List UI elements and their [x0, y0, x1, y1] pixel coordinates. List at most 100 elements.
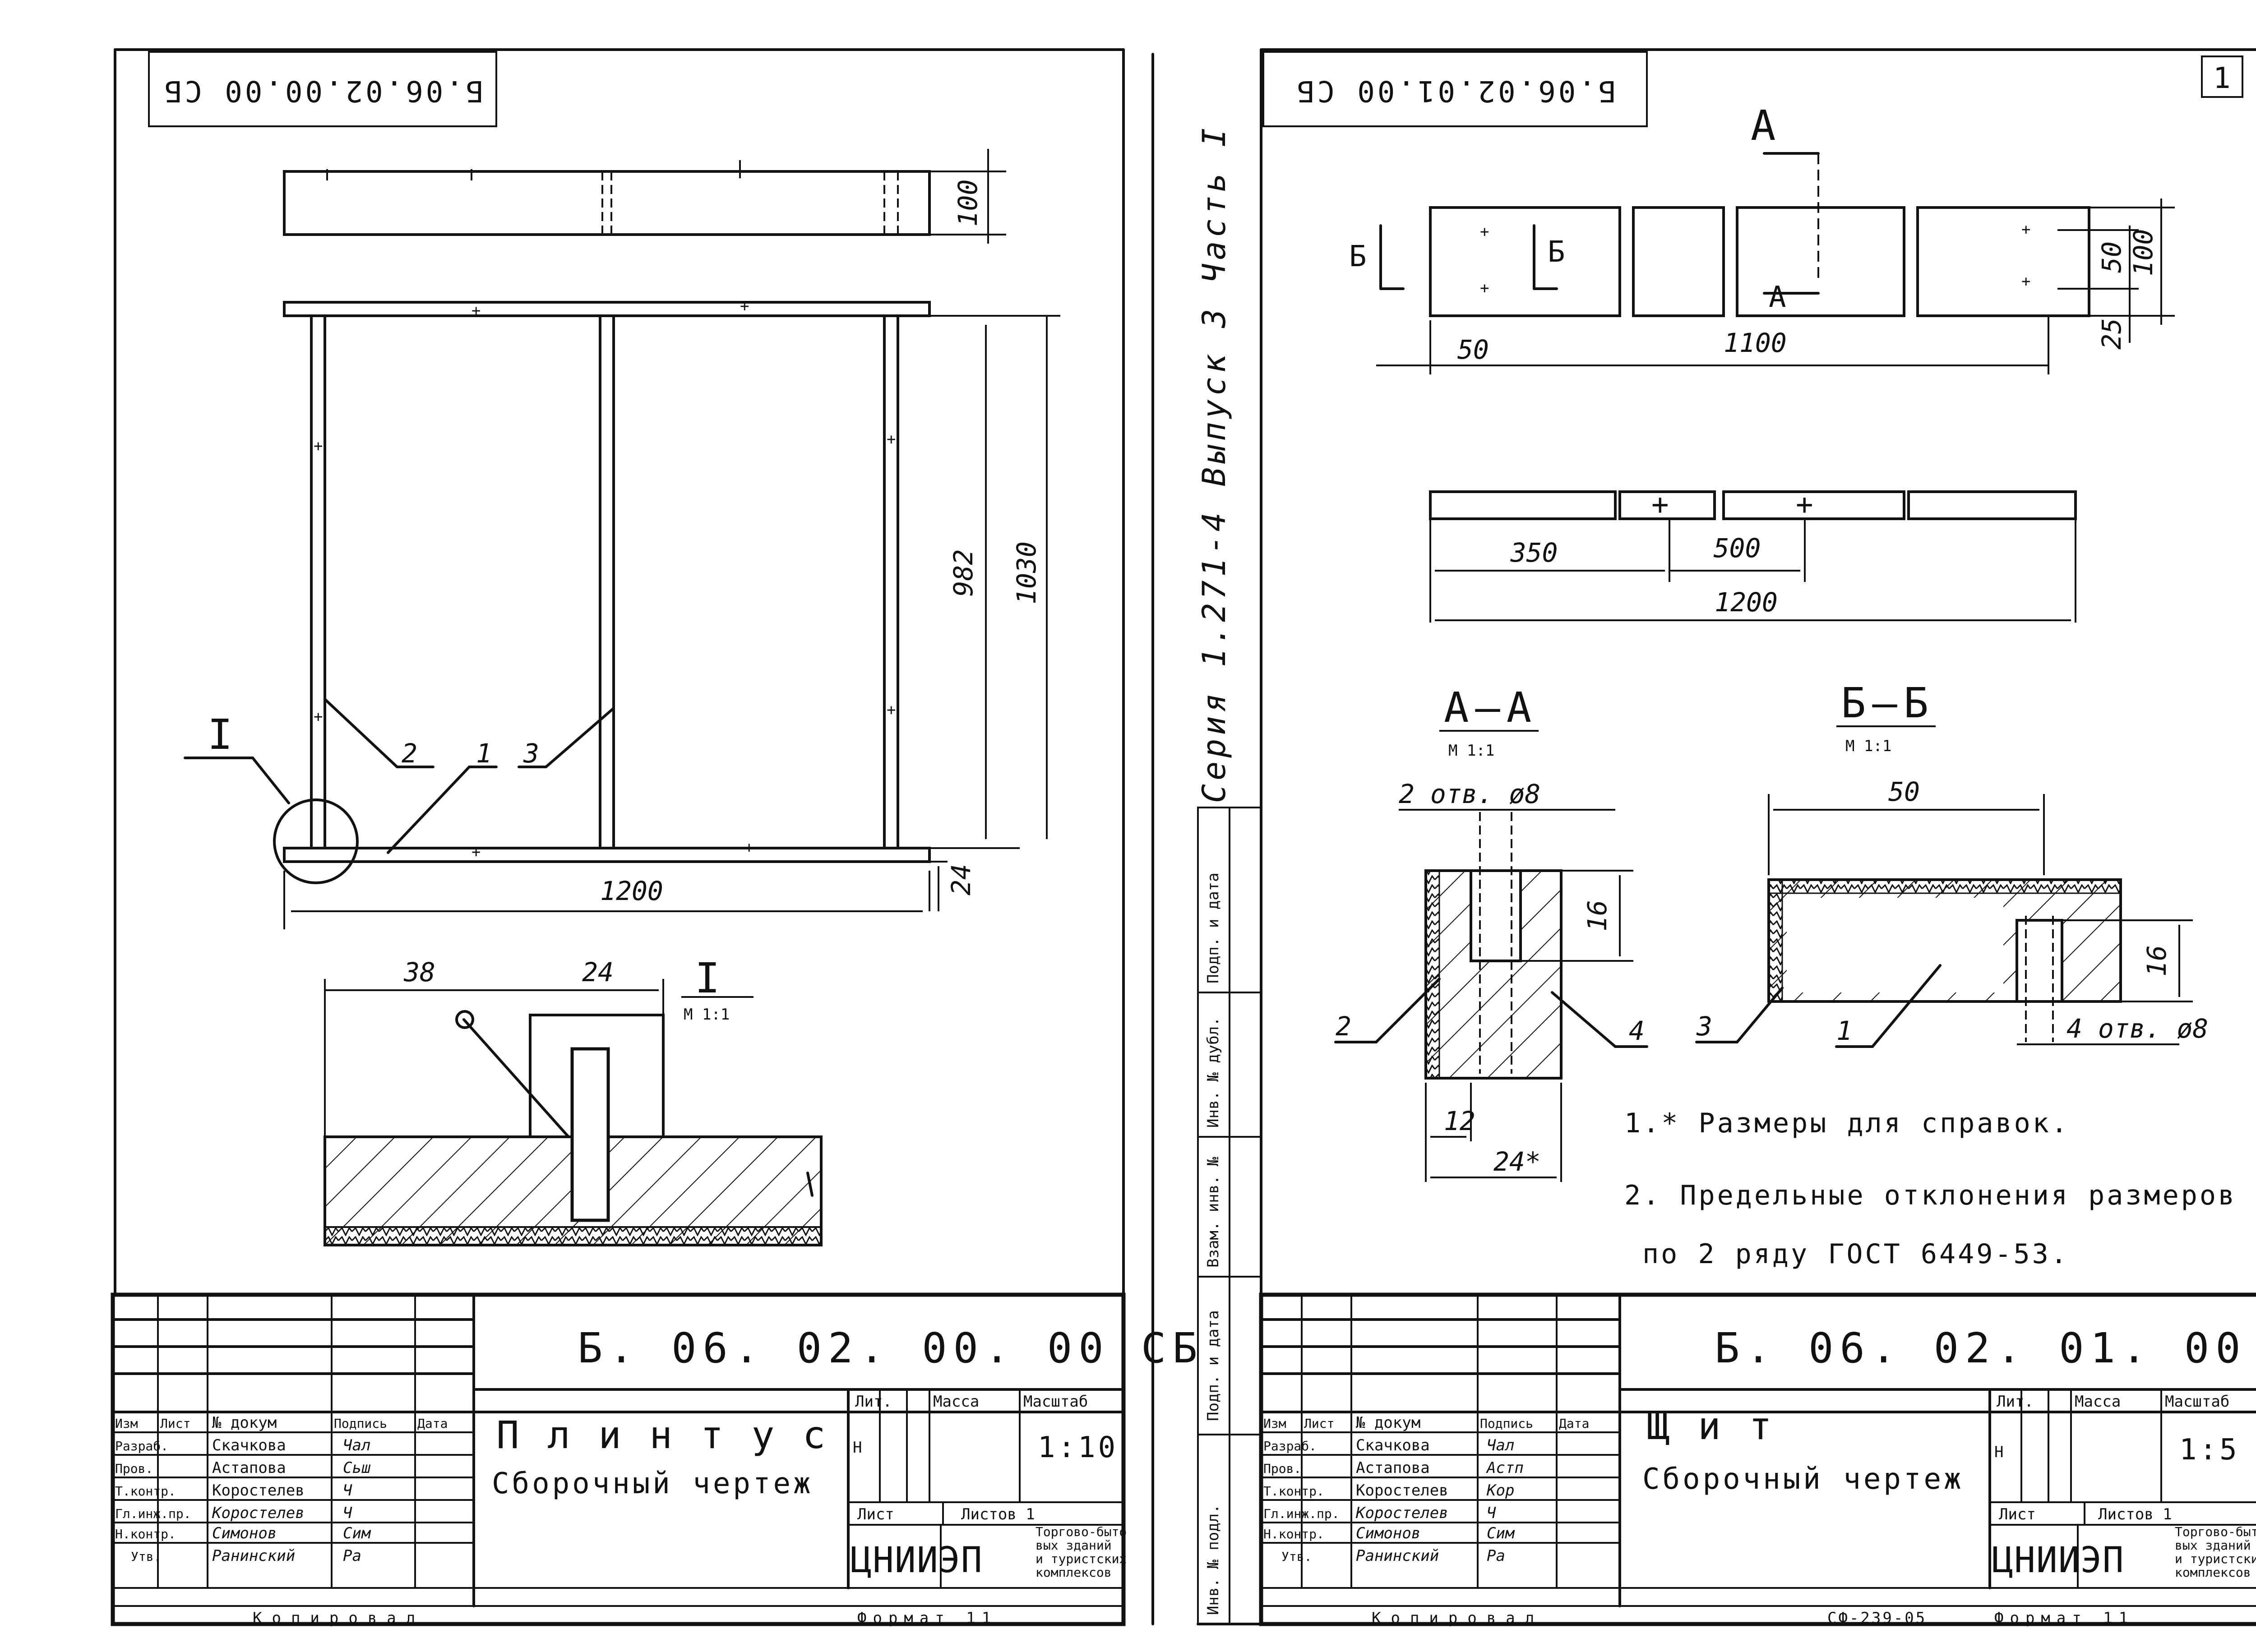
left-name-3: Коростелев [212, 1504, 305, 1522]
right-role-1: Пров. [1263, 1461, 1301, 1476]
right-name-1: Астапова [1356, 1459, 1430, 1477]
right-section-b-right: Б [1548, 235, 1568, 269]
right-hdr-doc: № докум [1356, 1414, 1420, 1432]
right-lit-label: Лит. [1997, 1393, 2034, 1411]
left-hdr-doc: № докум [212, 1414, 277, 1432]
aa-title: А—А [1444, 683, 1538, 732]
side-label-4: Подп. и дата [1204, 872, 1222, 983]
svg-text:+: + [314, 708, 323, 726]
left-sign-2: Ч [343, 1481, 352, 1500]
left-org-sub-2: и туристских [1036, 1551, 1127, 1566]
side-label-2: Взам. инв. № [1204, 1157, 1222, 1268]
right-section-a-top: А [1751, 102, 1782, 150]
left-mass-label: Масса [933, 1393, 979, 1411]
right-top-stamp: Б.06.02.01.00 СБ [1262, 51, 1648, 127]
svg-text:+: + [1651, 488, 1672, 521]
right-lit-value: Н [1994, 1443, 2003, 1461]
left-role-5: Утв. [131, 1549, 161, 1564]
right-name-3: Коростелев [1355, 1504, 1448, 1522]
right-role-3: Гл.инж.пр. [1263, 1506, 1340, 1521]
left-footer-copied: Копировал [253, 1609, 425, 1627]
left-sheets-label: Листов 1 [961, 1505, 1035, 1523]
left-dim-1200: 1200 [600, 876, 663, 906]
right-name-line1: Щ и т [1647, 1404, 1775, 1448]
left-callout-1: 1 [476, 738, 492, 769]
left-detail-scale: М 1:1 [684, 1006, 730, 1024]
right-vertical-title: Серия 1.271-4 Выпуск 3 Часть I [1196, 125, 1233, 803]
right-hdr-izm: Изм [1263, 1416, 1286, 1431]
right-dim-350: 350 [1510, 537, 1558, 568]
right-dim-500: 500 [1714, 533, 1761, 563]
left-org-sub-0: Торгово-быто [1036, 1524, 1127, 1539]
right-org-sub-3: комплексов [2175, 1565, 2251, 1580]
note-2: 2. Предельные отклонения размеров [1624, 1180, 2237, 1211]
bb-callout-3: 3 [1696, 1011, 1712, 1042]
right-footer-format: Формат 11 [1994, 1609, 2134, 1627]
svg-text:+: + [1480, 279, 1489, 297]
left-lit-value: Н [853, 1439, 862, 1457]
right-sheet: 1 Б.06.02.01.00 СБ Серия 1.271-4 Выпуск … [1196, 48, 2256, 1627]
aa-dim-16: 16 [1582, 900, 1613, 932]
right-side-labels: Инв. № подл. Подп. и дата Взам. инв. № И… [1197, 807, 1262, 1625]
note-1: 1.* Размеры для справок. [1624, 1107, 2070, 1139]
bb-holes: 4 отв. ø8 [2066, 1013, 2208, 1044]
left-detail-dim-24: 24 [582, 957, 614, 988]
left-footer-format: Формат 11 [857, 1609, 997, 1627]
left-hdr-date: Дата [417, 1416, 448, 1431]
side-label-3: Инв. № дубл. [1204, 1017, 1222, 1128]
svg-text:+: + [887, 430, 896, 448]
right-sign-1: Астп [1486, 1459, 1524, 1477]
left-doc-number: Б. 06. 02. 00. 00 СБ [578, 1324, 1204, 1372]
left-callout-2: 2 [402, 738, 417, 769]
left-detail-dim-38: 38 [403, 957, 435, 988]
left-top-view: 100 [283, 149, 1006, 244]
right-org-sub-2: и туристских [2175, 1551, 2256, 1566]
right-mass-label: Масса [2075, 1393, 2121, 1411]
right-name-4: Симонов [1356, 1524, 1420, 1542]
left-lit-label: Лит. [855, 1393, 892, 1411]
svg-text:+: + [1796, 488, 1816, 521]
left-stamp-text: Б.06.02.00.00 СБ [162, 74, 484, 107]
left-name-4: Симонов [212, 1524, 277, 1542]
left-detail-label: I [695, 954, 726, 1002]
right-role-2: Т.контр. [1263, 1484, 1324, 1499]
left-dim-1030: 1030 [1011, 541, 1042, 605]
left-scale-value: 1:10 [1038, 1431, 1118, 1464]
svg-text:+: + [1480, 223, 1489, 241]
right-name-2: Коростелев [1356, 1481, 1448, 1500]
left-callout-3: 3 [523, 738, 539, 769]
right-hdr-date: Дата [1559, 1416, 1589, 1431]
left-hdr-list: Лист [160, 1416, 190, 1431]
left-role-2: Т.контр. [115, 1484, 176, 1499]
svg-text:+: + [472, 843, 481, 861]
aa-callout-2: 2 [1336, 1011, 1351, 1042]
bb-callout-1: 1 [1836, 1015, 1852, 1046]
right-footer-code: СФ-239-05 [1827, 1609, 1927, 1627]
left-name-2: Коростелев [212, 1481, 305, 1500]
svg-text:+: + [314, 437, 323, 455]
left-role-1: Пров. [115, 1461, 153, 1476]
aa-dim-24: 24* [1493, 1146, 1541, 1177]
svg-text:+: + [2021, 221, 2030, 239]
aa-holes: 2 отв. ø8 [1399, 779, 1540, 809]
bb-dim-50: 50 [1888, 776, 1920, 807]
right-footer-copied: Копировал [1372, 1609, 1544, 1627]
left-dim-24: 24 [946, 864, 976, 895]
right-sheet-label: Лист [1999, 1505, 2036, 1523]
left-hdr-izm: Изм [115, 1416, 138, 1431]
left-sign-5: Ра [343, 1547, 361, 1565]
left-dim-100: 100 [952, 180, 983, 227]
bb-title: Б—Б [1841, 679, 1935, 727]
left-name-line2: Сборочный чертеж [492, 1467, 814, 1500]
left-front-view: + + + + + + + + 982 1030 24 1200 I 2 1 3 [184, 297, 1060, 929]
right-org-sub-1: вых зданий [2175, 1538, 2251, 1553]
right-sign-0: Чал [1487, 1436, 1514, 1454]
right-scale-label: Масштаб [2165, 1393, 2229, 1411]
right-section-bb: Б—Б М 1:1 50 16 4 отв. ø8 3 1 [1695, 679, 2208, 1048]
left-name-1: Астапова [212, 1459, 286, 1477]
right-corner-mark: 1 [2213, 62, 2233, 95]
right-doc-number: Б. 06. 02. 01. 00 СБ [1715, 1324, 2256, 1372]
right-dim-1100: 1100 [1724, 328, 1787, 358]
right-hdr-sign: Подпись [1480, 1416, 1533, 1431]
left-name-0: Скачкова [212, 1436, 286, 1454]
